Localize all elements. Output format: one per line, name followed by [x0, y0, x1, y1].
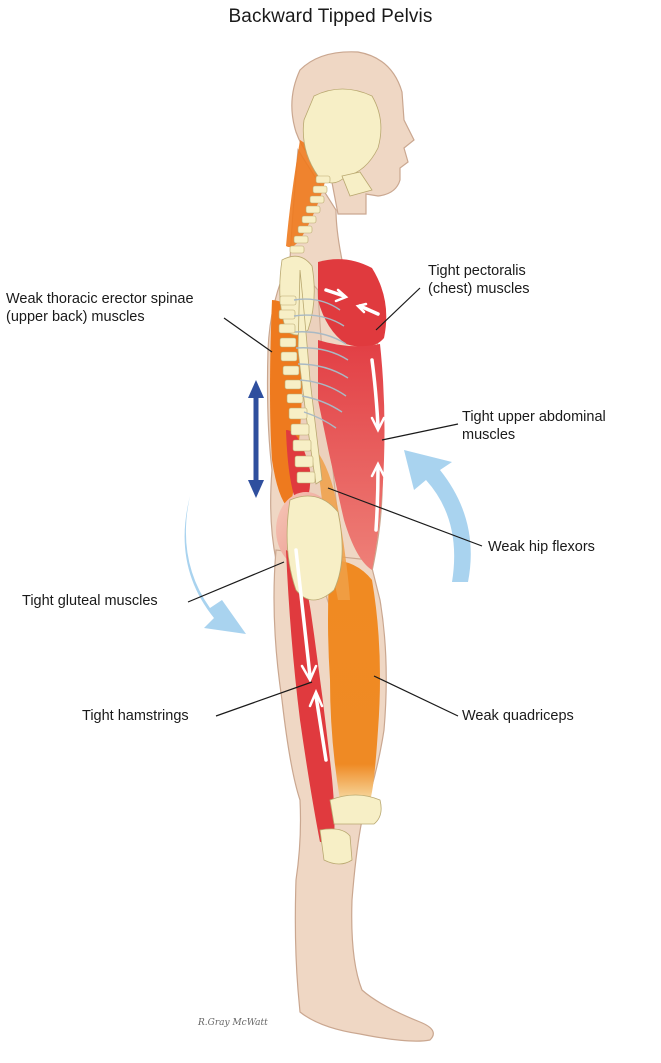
label-quadriceps: Weak quadriceps: [462, 708, 574, 724]
artist-signature: R.Gray McWatt: [198, 1018, 268, 1028]
ribs: [293, 298, 349, 429]
hamstring-muscle: [286, 550, 335, 842]
leader-erector: [223, 317, 273, 353]
label-gluteal: Tight gluteal muscles: [22, 593, 158, 609]
label-hamstrings: Tight hamstrings: [82, 708, 189, 724]
rotation-arrow-back: [184, 496, 246, 634]
quadriceps-muscle: [328, 560, 380, 800]
pelvic-tilt-arrows: [184, 450, 471, 634]
pectoralis-muscle: [318, 259, 387, 347]
leader-pectoralis: [375, 287, 421, 331]
leader-lines: [187, 287, 483, 717]
label-hip-flexors: Weak hip flexors: [488, 539, 595, 555]
label-abdominal: Tight upper abdominal muscles: [462, 409, 606, 443]
label-erector-spinae: Weak thoracic erector spinae (upper back…: [6, 291, 194, 325]
label-pectoralis: Tight pectoralis (chest) muscles: [428, 263, 530, 297]
abdominal-muscle: [318, 340, 385, 570]
spine: [278, 175, 331, 484]
leader-hip-flexors: [327, 487, 483, 547]
leader-gluteal: [187, 561, 285, 603]
leader-hamstrings: [215, 681, 313, 717]
leader-abdominal: [381, 423, 459, 441]
muscle-direction-arrows: [294, 288, 386, 762]
leader-quadriceps: [373, 675, 459, 717]
spine-compression-arrow: [248, 380, 264, 498]
rotation-arrow-front: [404, 450, 471, 582]
skeleton: [279, 88, 382, 865]
diagram-title: Backward Tipped Pelvis: [228, 6, 433, 27]
